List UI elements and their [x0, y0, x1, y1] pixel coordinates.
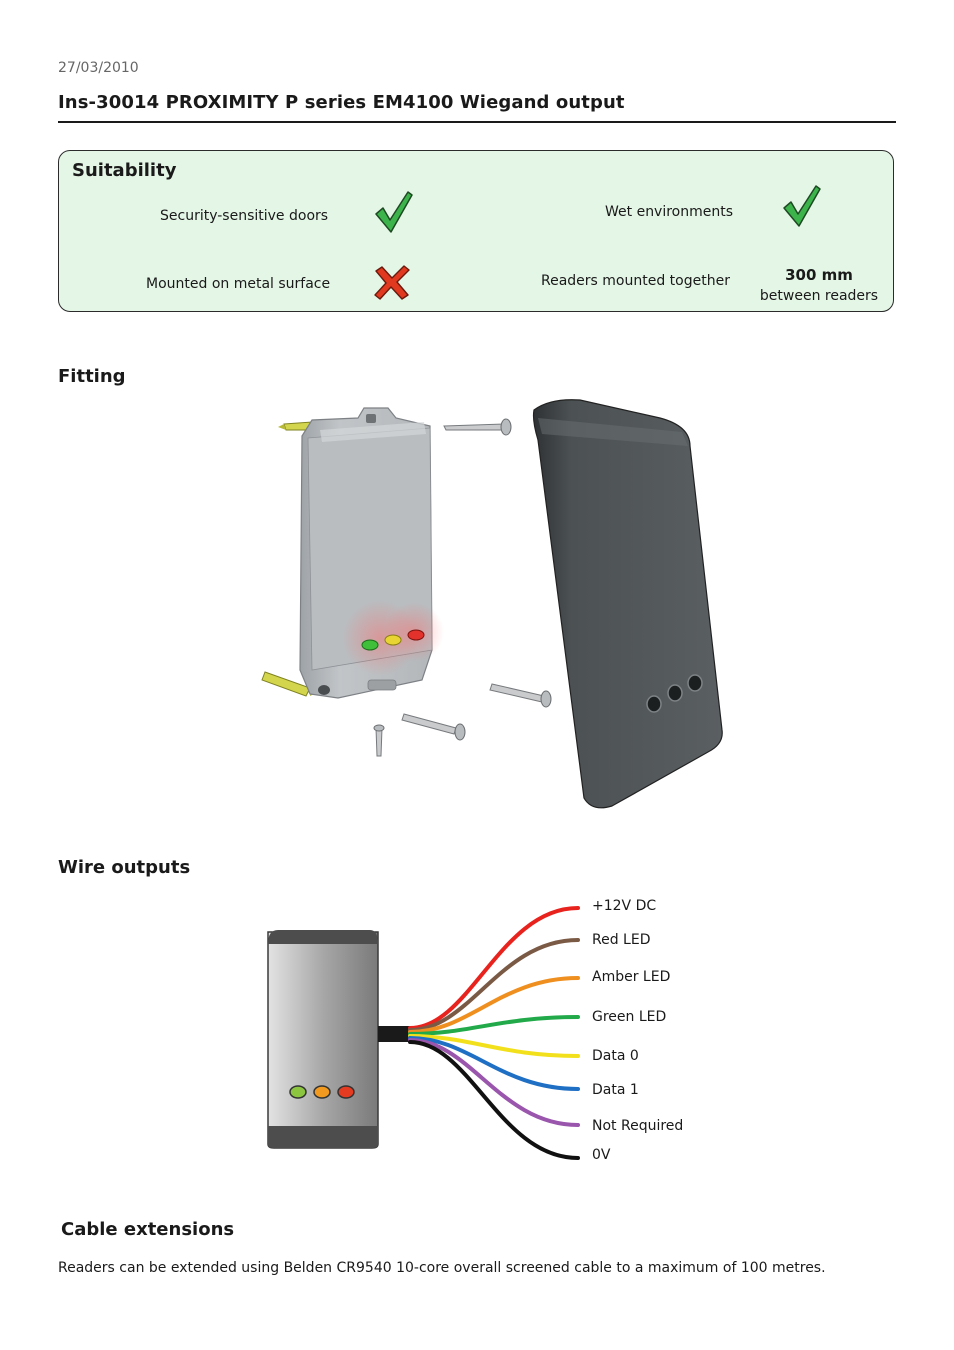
suitability-panel: [58, 150, 894, 312]
screw-right: [489, 683, 552, 708]
wire-label-0v: 0V: [592, 1147, 611, 1163]
wire-2: [408, 976, 580, 1034]
suitability-label-readers-together: Readers mounted together: [541, 273, 730, 289]
screw-middle: [401, 713, 466, 741]
wire-0: [408, 906, 580, 1030]
wire-3: [408, 1015, 580, 1036]
wire-label-amber-led: Amber LED: [592, 969, 671, 985]
suitability-label-security-doors: Security-sensitive doors: [160, 208, 329, 224]
wire-label-red-led: Red LED: [592, 932, 651, 948]
reader-backplate: [299, 407, 444, 699]
reader-front-view: [267, 930, 410, 1149]
wire-bundle: [408, 906, 580, 1160]
reader-spacing-note: between readers: [759, 288, 879, 304]
fitting-illustration: [261, 399, 723, 809]
title-divider: [58, 121, 896, 123]
cable-extensions-heading: Cable extensions: [61, 1219, 235, 1240]
reader-front-cover: [532, 399, 723, 809]
screw-top: [443, 418, 512, 436]
cable-extensions-text: Readers can be extended using Belden CR9…: [58, 1260, 826, 1276]
screw-small: [373, 724, 385, 757]
wire-5: [408, 1036, 580, 1091]
document-title: Ins-30014 PROXIMITY P series EM4100 Wieg…: [58, 92, 625, 113]
suitability-label-wet-environments: Wet environments: [605, 204, 734, 220]
wire-label-data-0: Data 0: [592, 1048, 639, 1064]
fitting-heading: Fitting: [58, 366, 126, 387]
check-icon: [375, 191, 413, 233]
wire-1: [408, 938, 580, 1032]
wiring-diagram: [267, 906, 580, 1160]
wire-6: [408, 1038, 580, 1127]
document-date: 27/03/2010: [58, 60, 139, 76]
wire-label-green-led: Green LED: [592, 1009, 667, 1025]
wire-label-data-1: Data 1: [592, 1082, 639, 1098]
wire-outputs-heading: Wire outputs: [58, 857, 191, 878]
wire-7: [408, 1040, 580, 1160]
wire-label-not-required: Not Required: [592, 1118, 684, 1134]
wire-label-12v: +12V DC: [592, 898, 657, 914]
suitability-label-metal-surface: Mounted on metal surface: [146, 276, 331, 292]
cross-icon: [374, 265, 410, 300]
suitability-heading: Suitability: [72, 160, 177, 181]
check-icon: [783, 185, 821, 227]
wire-4: [408, 1034, 580, 1058]
reader-spacing-value: 300 mm: [785, 266, 853, 284]
